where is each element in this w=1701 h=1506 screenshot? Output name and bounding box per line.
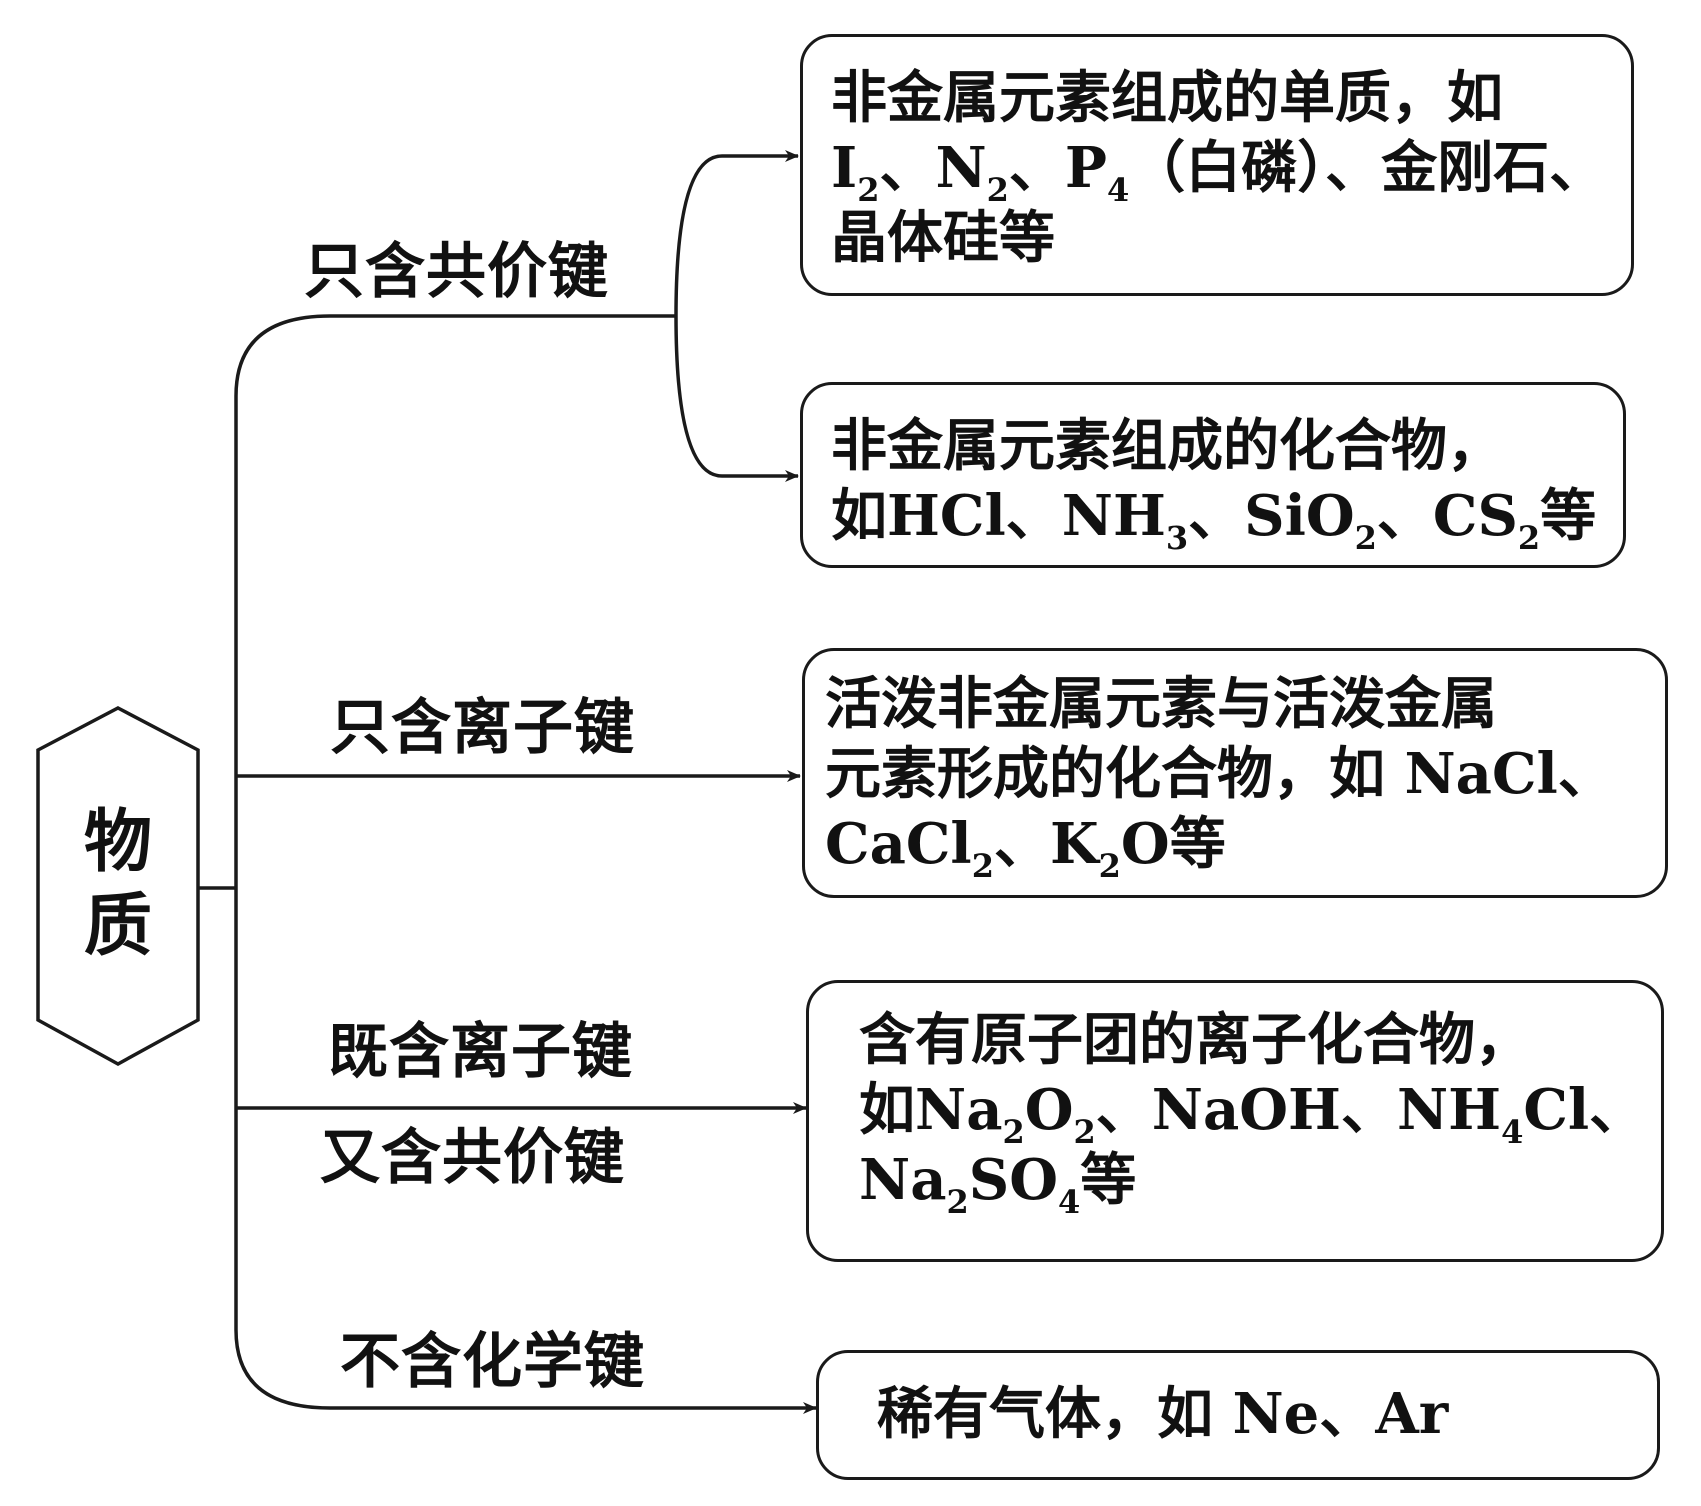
formula-text: O xyxy=(1024,1077,1074,1143)
formula-text: 、P xyxy=(1008,135,1108,201)
subscript: 2 xyxy=(857,171,880,209)
formula-text: 、CS xyxy=(1376,483,1518,549)
subscript: 2 xyxy=(1517,519,1541,557)
box-ionic-and-covalent: 含有原子团的离子化合物， 如Na2O2、NaOH、NH4Cl、 Na2SO4等 xyxy=(806,980,1664,1262)
main-trunk xyxy=(234,314,331,1410)
subscript: 2 xyxy=(1354,519,1377,557)
box-line: CaCl2、K2O等 xyxy=(825,809,1641,882)
formula-text: SO xyxy=(968,1147,1058,1213)
formula-text: 、N xyxy=(879,135,987,201)
subscript: 2 xyxy=(1002,1113,1025,1151)
box-line: Na2SO4等 xyxy=(859,1145,1637,1218)
root-label-line1: 物 xyxy=(83,802,152,882)
subscript: 2 xyxy=(971,847,994,885)
box-no-bonds: 稀有气体，如 Ne、Ar xyxy=(816,1350,1660,1480)
formula-text: 等 xyxy=(1540,483,1597,549)
box-covalent-compounds: 非金属元素组成的化合物， 如HCl、NH3、SiO2、CS2等 xyxy=(800,382,1626,568)
subscript: 2 xyxy=(1073,1113,1096,1151)
branch-label-none: 不含化学键 xyxy=(340,1327,645,1397)
subscript: 4 xyxy=(1107,171,1130,209)
formula-text: 、NaOH、NH xyxy=(1095,1077,1502,1143)
root-hexagon xyxy=(36,706,200,1066)
formula-text: 、SiO xyxy=(1188,483,1355,549)
box-line: 如HCl、NH3、SiO2、CS2等 xyxy=(831,481,1599,554)
box-line: 非金属元素组成的单质，如 xyxy=(831,65,1503,131)
formula-text: 如HCl、NH xyxy=(831,483,1166,549)
branch-label-mixed-2: 又含共价键 xyxy=(320,1123,625,1193)
box-line: 活泼非金属元素与活泼金属 xyxy=(825,671,1497,737)
formula-text: 如Na xyxy=(859,1077,1003,1143)
formula-text: CaCl xyxy=(825,811,972,877)
branch-label-covalent: 只含共价键 xyxy=(304,237,609,307)
subscript: 2 xyxy=(1098,847,1121,885)
branch-label-ionic: 只含离子键 xyxy=(330,693,635,763)
fork-upper xyxy=(674,150,799,317)
subscript: 2 xyxy=(986,171,1009,209)
box-line: 含有原子团的离子化合物， xyxy=(859,1007,1531,1073)
subscript: 4 xyxy=(1501,1113,1524,1151)
formula-text: （白磷）、金刚石、 xyxy=(1129,135,1606,201)
fork-lower xyxy=(674,315,799,482)
box-line: 元素形成的化合物，如 NaCl、 xyxy=(825,741,1614,807)
subscript: 3 xyxy=(1165,519,1189,557)
box-ionic-only: 活泼非金属元素与活泼金属 元素形成的化合物，如 NaCl、 CaCl2、K2O等 xyxy=(802,648,1668,898)
box-line: I2、N2、P4（白磷）、金刚石、 xyxy=(831,133,1607,206)
formula-text: O等 xyxy=(1120,811,1226,877)
formula-text: Cl、 xyxy=(1523,1077,1646,1143)
box-line: 晶体硅等 xyxy=(831,205,1055,271)
box-covalent-elements: 非金属元素组成的单质，如 I2、N2、P4（白磷）、金刚石、 晶体硅等 xyxy=(800,34,1634,296)
formula-text: 、K xyxy=(993,811,1099,877)
box-line: 如Na2O2、NaOH、NH4Cl、 xyxy=(859,1075,1645,1148)
formula-text: I xyxy=(831,135,858,201)
branch-label-mixed-1: 既含离子键 xyxy=(328,1017,633,1087)
root-label: 物 质 xyxy=(78,800,158,968)
box-line: 稀有气体，如 Ne、Ar xyxy=(877,1381,1449,1447)
subscript: 2 xyxy=(946,1183,969,1221)
subscript: 4 xyxy=(1057,1183,1081,1221)
formula-text: 等 xyxy=(1080,1147,1137,1213)
formula-text: Na xyxy=(859,1147,947,1213)
box-line: 非金属元素组成的化合物， xyxy=(831,413,1503,479)
root-label-line2: 质 xyxy=(83,886,152,966)
